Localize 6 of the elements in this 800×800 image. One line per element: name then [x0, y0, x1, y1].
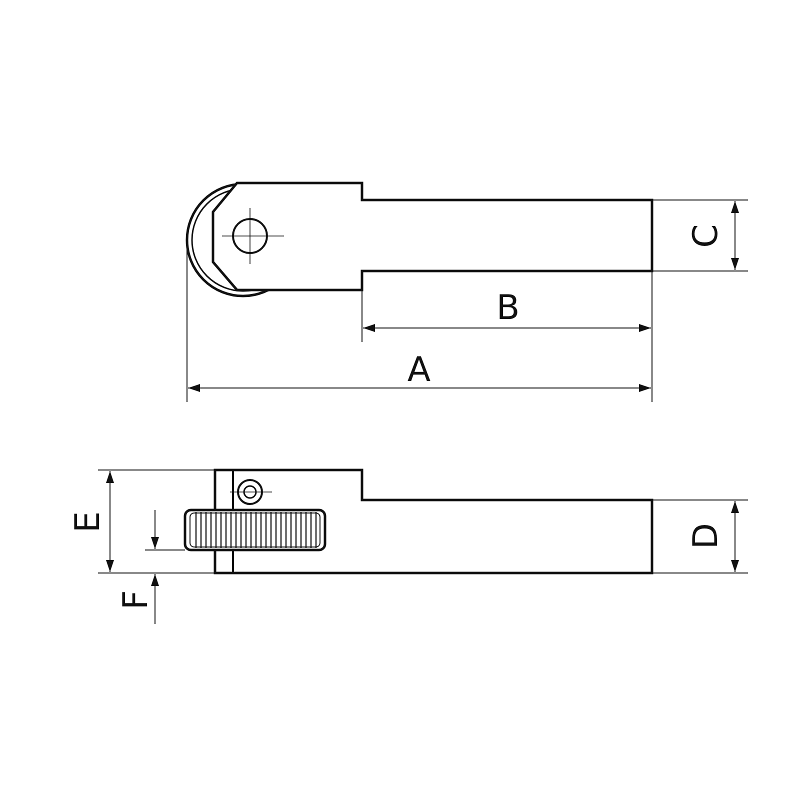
dimension-label: F	[119, 590, 153, 610]
dimension-label: C	[689, 224, 723, 248]
dimension-label: D	[689, 522, 723, 550]
dimension-label: B	[496, 291, 520, 325]
dimension-label: A	[407, 353, 431, 387]
dimension-label: E	[71, 511, 105, 533]
